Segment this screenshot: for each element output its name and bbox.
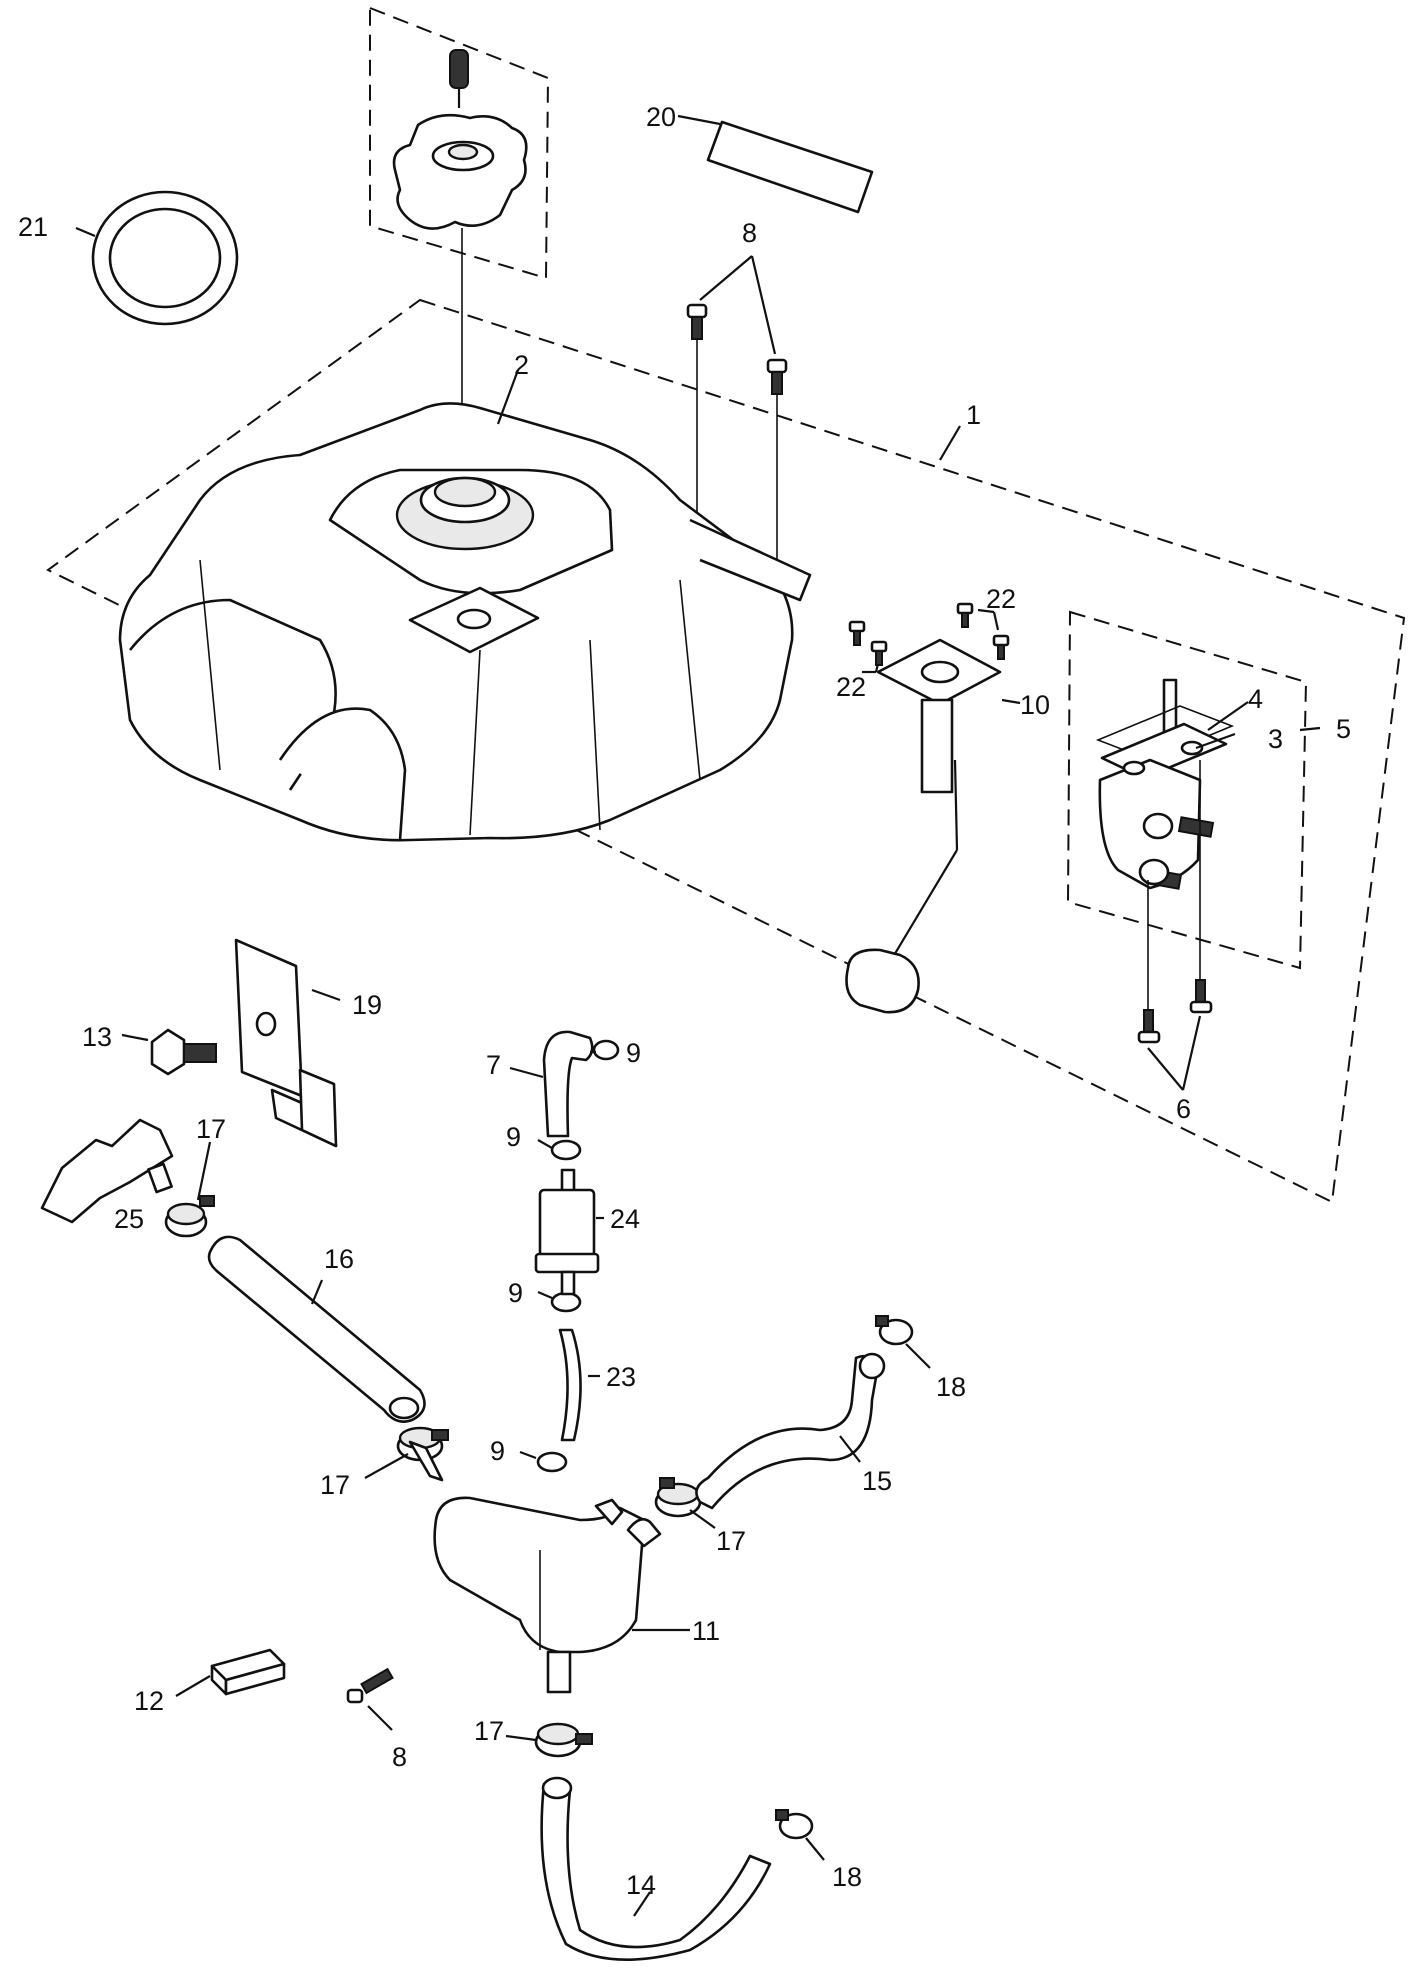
callout-13: 13 [82, 1022, 112, 1052]
callout-11: 11 [692, 1616, 720, 1646]
callout-22: 22 [836, 672, 866, 702]
hose-clamp-part [775, 1809, 814, 1840]
hose-clamp-part [654, 1477, 702, 1518]
callout-5: 5 [1336, 714, 1351, 744]
hose-clamp-part [164, 1195, 215, 1238]
bolt-part [766, 358, 788, 580]
callout-22: 22 [986, 584, 1016, 614]
callout-9: 9 [506, 1122, 521, 1152]
screw-part [1189, 979, 1213, 1014]
callout-10: 10 [1020, 690, 1050, 720]
hose-clamp-part [875, 1315, 914, 1346]
callout-18: 18 [936, 1372, 966, 1402]
hose-clamp-part [536, 1451, 568, 1473]
callout-15: 15 [862, 1466, 892, 1496]
callout-2: 2 [514, 350, 529, 380]
bolt-part [346, 1667, 394, 1704]
callout-9: 9 [490, 1436, 505, 1466]
callout-14: 14 [626, 1870, 656, 1900]
callout-17: 17 [474, 1716, 504, 1746]
callout-18: 18 [832, 1862, 862, 1892]
o-ring-part [91, 190, 239, 326]
fuel-level-sensor-part [845, 638, 1002, 1014]
callout-8: 8 [742, 218, 757, 248]
fuel-filter-part [534, 1168, 600, 1296]
callout-labels: 21 20 8 2 1 22 22 10 4 3 5 6 19 13 7 9 9… [18, 102, 1351, 1900]
fuel-cap-part [392, 49, 528, 490]
hose-clamp-part [592, 1039, 620, 1061]
callout-23: 23 [606, 1362, 636, 1392]
fuel-cock-group-box [1066, 610, 1308, 970]
fuel-hose-part [558, 1328, 582, 1442]
callout-4: 4 [1248, 684, 1263, 714]
fuel-hose-part [695, 1352, 886, 1510]
fuel-hose-part [542, 1030, 594, 1138]
cap-group-box [369, 6, 550, 280]
bolt-part [150, 1028, 217, 1076]
callout-25: 25 [114, 1204, 144, 1234]
vent-hose-part [207, 1235, 426, 1423]
callout-24: 24 [610, 1204, 640, 1234]
screw-part [1137, 1009, 1161, 1044]
screw-part [848, 620, 866, 646]
callout-17: 17 [716, 1526, 746, 1556]
callout-9: 9 [508, 1278, 523, 1308]
mounting-bracket-part [234, 938, 338, 1148]
callout-17: 17 [320, 1470, 350, 1500]
rubber-block-part [210, 1648, 286, 1696]
fuel-cock-part [1095, 678, 1235, 1010]
callout-17: 17 [196, 1114, 226, 1144]
callout-3: 3 [1268, 724, 1283, 754]
screw-part [956, 602, 974, 628]
canister-part [40, 1118, 174, 1224]
drain-hose-part [540, 1776, 772, 1961]
screw-part [992, 634, 1010, 660]
hose-clamp-part [534, 1722, 593, 1758]
label-sticker-part [706, 120, 874, 214]
callout-1: 1 [966, 400, 981, 430]
callout-16: 16 [324, 1244, 354, 1274]
callout-9: 9 [626, 1038, 641, 1068]
callout-21: 21 [18, 212, 48, 242]
callout-12: 12 [134, 1686, 164, 1716]
callout-6: 6 [1176, 1094, 1191, 1124]
callout-8: 8 [392, 1742, 407, 1772]
callout-7: 7 [486, 1050, 501, 1080]
screw-part [870, 640, 888, 666]
leader-lines [75, 114, 1321, 1917]
reservoir-tank-part [408, 1440, 662, 1694]
fuel-tank-part [118, 402, 812, 842]
tank-assembly-group-box [46, 298, 1406, 1204]
callout-19: 19 [352, 990, 382, 1020]
hose-clamp-part [550, 1139, 582, 1161]
callout-20: 20 [646, 102, 676, 132]
bolt-part [686, 303, 708, 518]
hose-clamp-part [550, 1291, 582, 1313]
